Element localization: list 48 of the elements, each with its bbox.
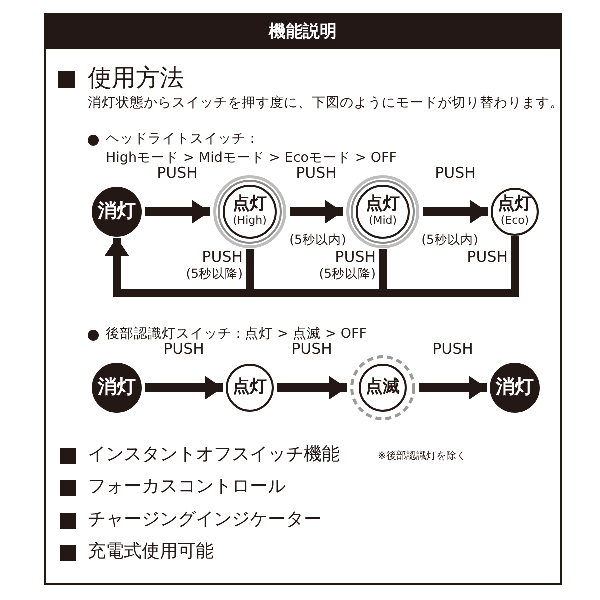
- state-text: 点灯: [497, 196, 533, 213]
- off-state-circle: [92, 187, 142, 237]
- arrow: [419, 376, 487, 400]
- list-item: ヘッドライトスイッチ :: [106, 131, 255, 148]
- edge-label: PUSH: [156, 166, 199, 182]
- arrow: [277, 376, 347, 400]
- arrow: [423, 200, 488, 224]
- edge-label: PUSH: [295, 166, 338, 182]
- header-title: 機能説明: [268, 21, 338, 43]
- edge-label: PUSH (5秒以降): [318, 250, 376, 282]
- blink-mode-circle: [350, 355, 416, 421]
- description-text: 消灯状態からスイッチを押す度に、下図のようにモードが切り替わります。: [88, 95, 564, 112]
- feature-item: インスタントオフスイッチ機能: [88, 444, 340, 466]
- state-text: 点滅: [365, 378, 401, 396]
- state-text: 点灯: [365, 196, 401, 213]
- arrow: [290, 200, 343, 224]
- edge-label: PUSH: [162, 342, 206, 358]
- mode-circle: [213, 175, 287, 249]
- state-text: 消灯: [96, 202, 137, 220]
- feature-item: チャージングインジケーター: [88, 509, 322, 531]
- edge-label: PUSH (5秒以降): [185, 250, 243, 282]
- edge-label: PUSH: [290, 342, 334, 358]
- section-heading: 使用方法: [88, 64, 184, 93]
- off-state-circle: [490, 363, 540, 413]
- mode-name: (Mid): [368, 215, 398, 226]
- list-item: 後部認識灯スイッチ : 点灯 > 点滅 > OFF: [106, 326, 368, 342]
- state-text: 点灯: [232, 196, 268, 213]
- arrow: [145, 376, 223, 400]
- edge-note: (5秒以内): [288, 232, 348, 247]
- edge-note: (5秒以内): [420, 232, 480, 247]
- arrow: [145, 200, 210, 224]
- edge-label: PUSH: [434, 166, 477, 182]
- edge-label: PUSH: [432, 342, 474, 358]
- edge-label: PUSH: [466, 250, 508, 266]
- off-state-circle: [92, 363, 142, 413]
- state-text: 消灯: [96, 378, 137, 396]
- mode-name: (Eco): [500, 215, 530, 226]
- mode-name: (High): [232, 215, 268, 226]
- state-text: 点灯: [232, 378, 268, 396]
- feature-item: フォーカスコントロール: [88, 476, 286, 498]
- mode-circle: [346, 175, 420, 249]
- arrow: [105, 236, 519, 297]
- mode-circle: [491, 188, 539, 236]
- feature-item: 充電式使用可能: [88, 541, 214, 563]
- mode-circle: [226, 364, 274, 412]
- state-text: 消灯: [494, 378, 535, 396]
- footnote-text: ※後部認識灯を除く: [378, 451, 466, 463]
- mode-sequence-text: Highモード > Midモード > Ecoモード > OFF: [106, 150, 398, 166]
